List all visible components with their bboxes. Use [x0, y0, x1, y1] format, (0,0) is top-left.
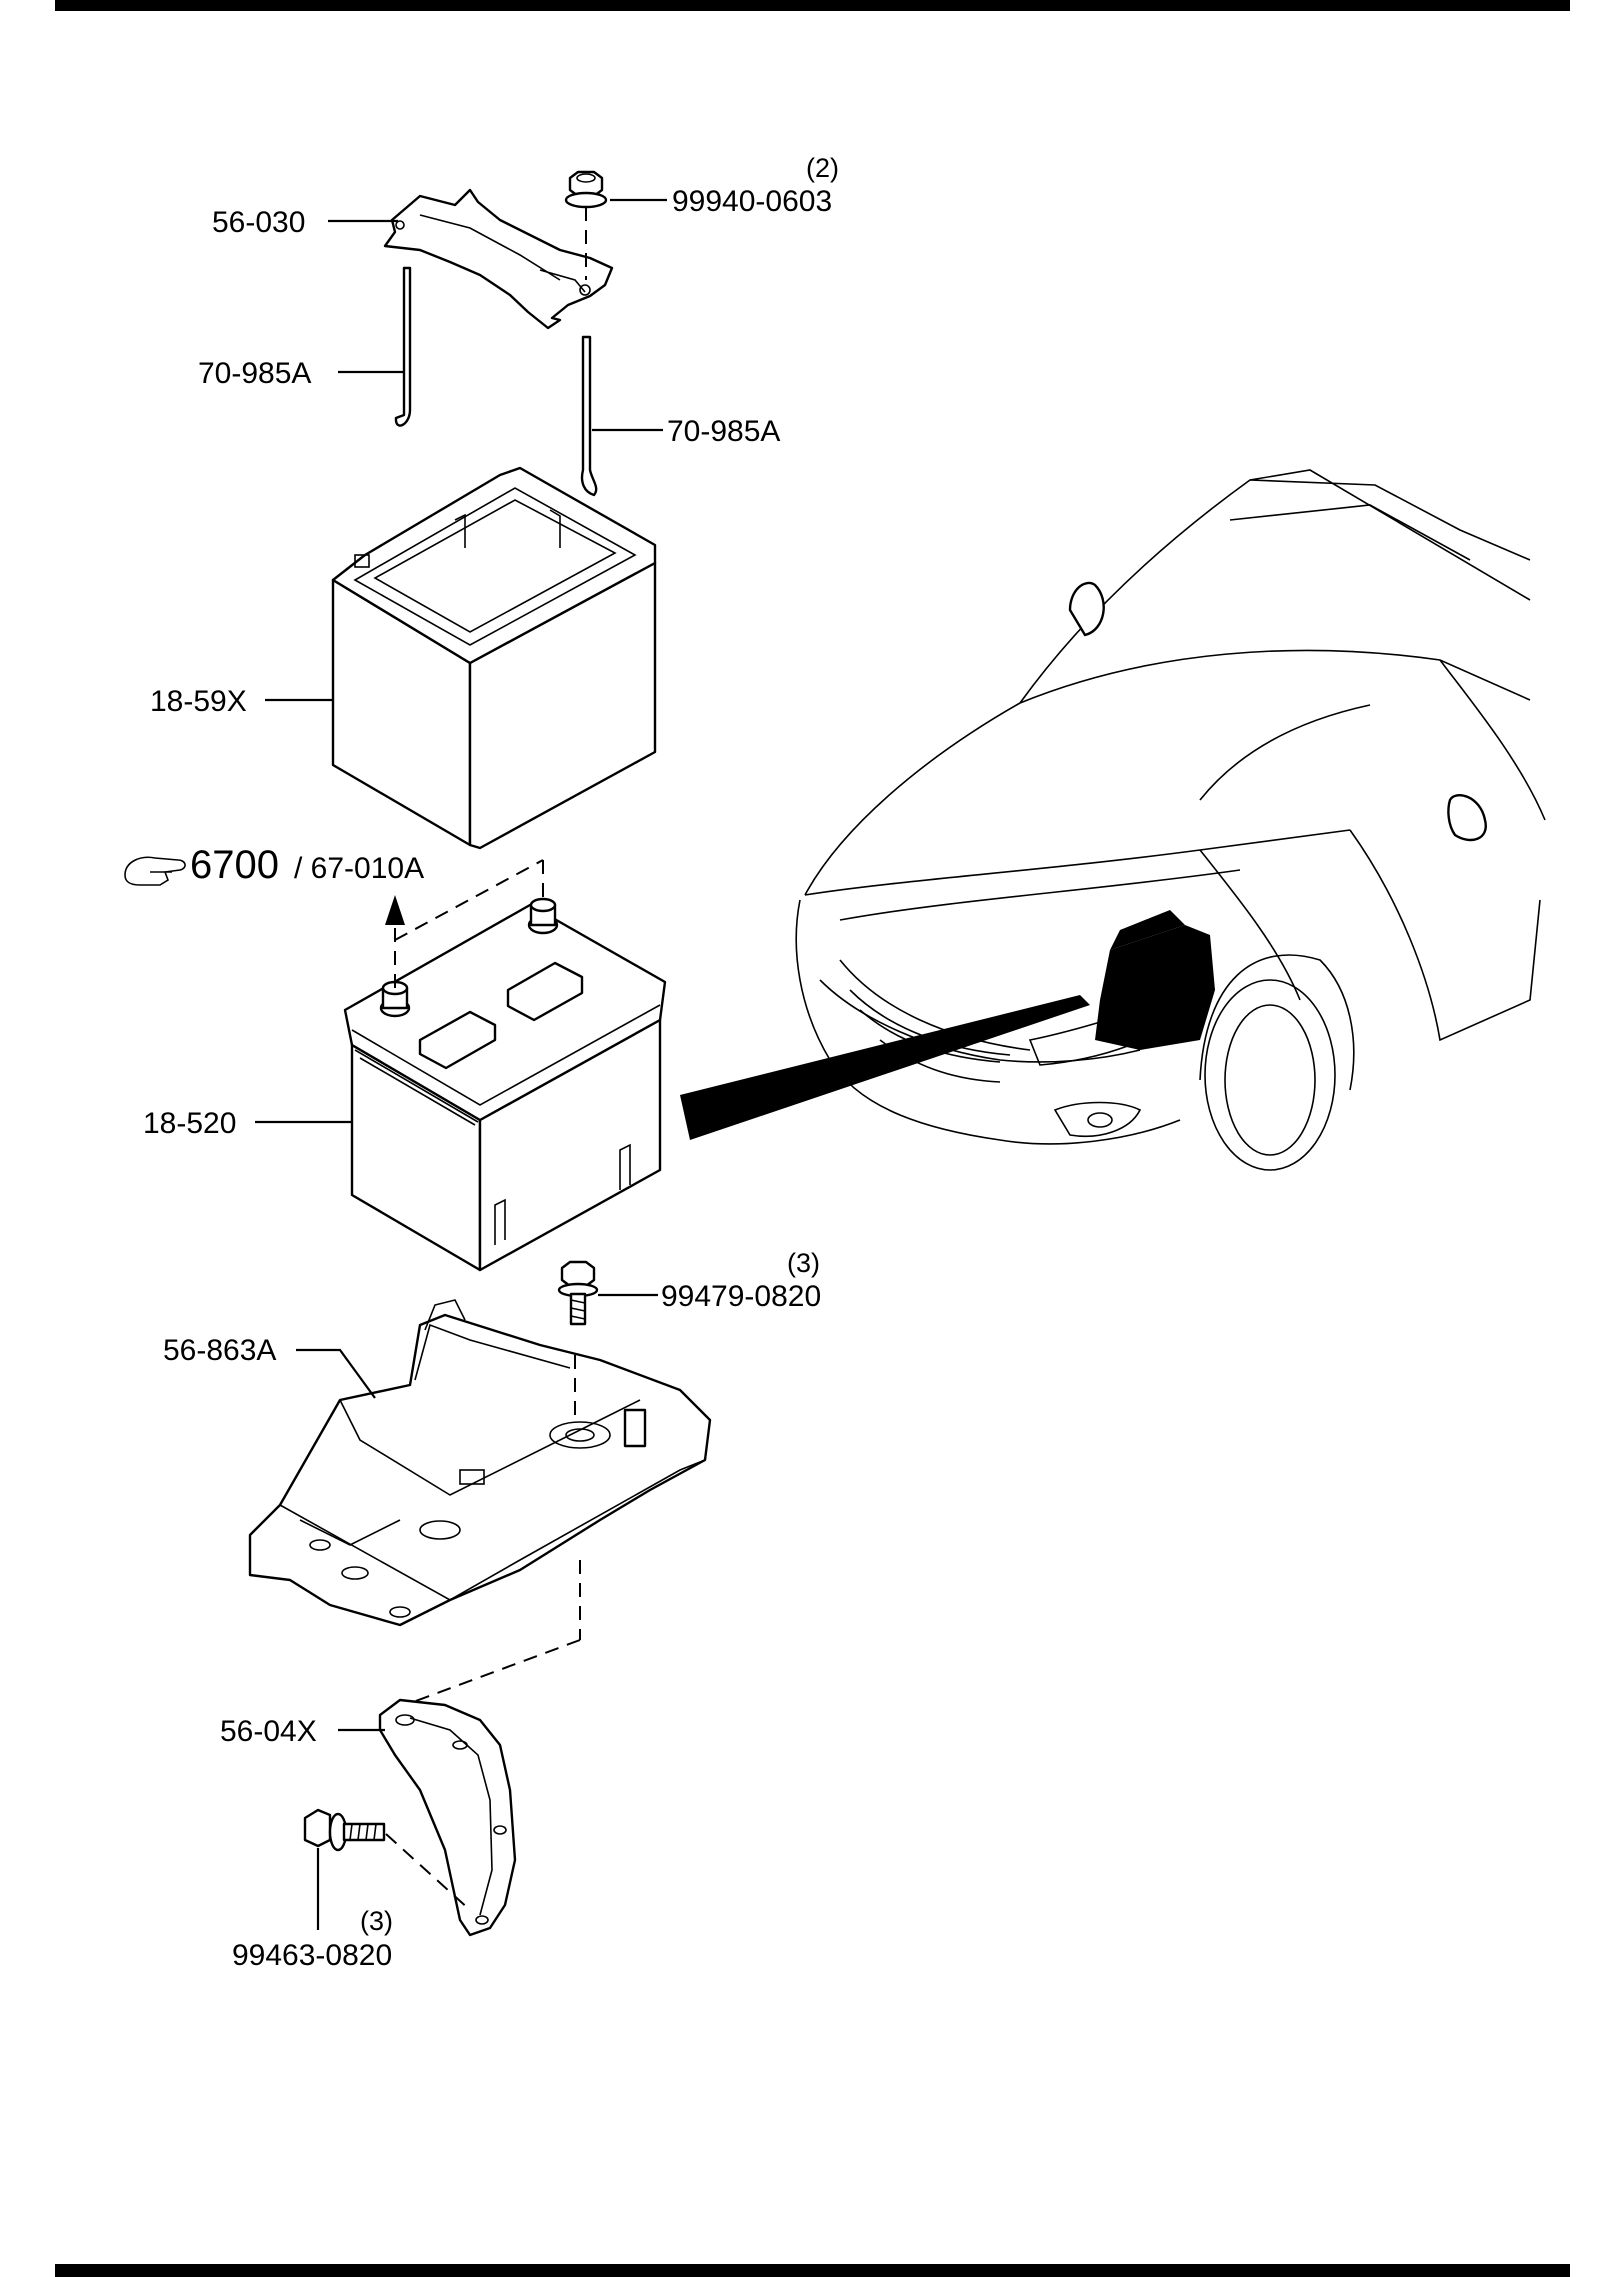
- location-leader-wedge: [680, 995, 1090, 1140]
- hold-down-nut-part: [564, 170, 608, 280]
- hold-down-bar-part: [383, 188, 614, 330]
- bracket-part: [378, 1698, 517, 1937]
- callout-rod-left: 70-985A: [198, 357, 311, 390]
- reference-sub: / 67-010A: [294, 852, 424, 885]
- bracket-bolt-part: [303, 1808, 471, 1911]
- reference-main: 6700: [190, 843, 279, 887]
- pointing-hand-icon: [124, 856, 186, 886]
- callout-hold-down-bar: 56-030: [212, 206, 305, 239]
- rod-right-part: [580, 335, 598, 497]
- callout-tray-bolt-qty: (3): [787, 1248, 820, 1278]
- battery-part: [343, 859, 667, 1272]
- battery-tray-part: [248, 1299, 712, 1706]
- callout-bracket: 56-04X: [220, 1715, 317, 1748]
- callout-tray-bolt: 99479-0820: [661, 1280, 821, 1313]
- callout-battery-tray: 56-863A: [163, 1334, 276, 1367]
- callout-battery: 18-520: [143, 1107, 236, 1140]
- car-location-view: [680, 469, 1546, 1171]
- battery-cover-part: [331, 466, 657, 850]
- callout-rod-right: 70-985A: [667, 415, 780, 448]
- battery-location-highlight: [1095, 925, 1215, 1050]
- leader-lines: [255, 198, 667, 1930]
- callout-bracket-bolt-qty: (3): [360, 1906, 393, 1936]
- bottom-border-bar: [55, 2264, 1570, 2277]
- tray-bolt-part: [557, 1260, 599, 1326]
- rod-left-part: [394, 266, 412, 427]
- callout-bracket-bolt: 99463-0820: [232, 1939, 392, 1972]
- callout-hold-down-nut: 99940-0603: [672, 185, 832, 218]
- callout-hold-down-nut-qty: (2): [806, 153, 839, 183]
- top-border-bar: [55, 0, 1570, 11]
- callout-battery-cover: 18-59X: [150, 685, 247, 718]
